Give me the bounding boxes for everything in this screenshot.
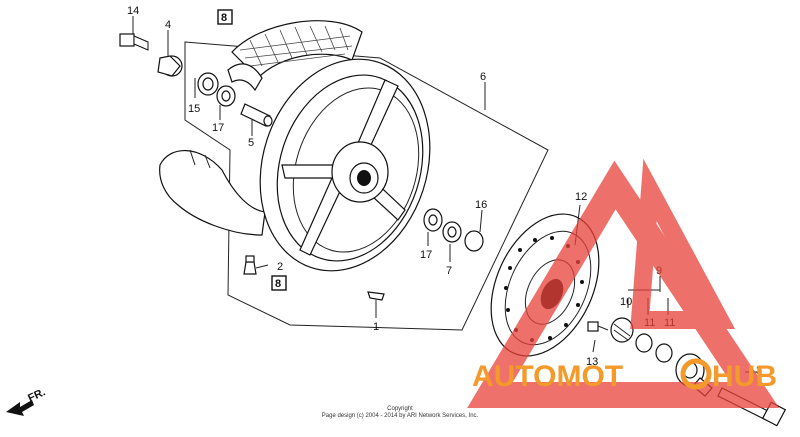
part-16-ring: [464, 230, 484, 252]
part-4-collar: [157, 55, 183, 77]
copyright-line1: Copyright: [387, 406, 413, 412]
front-direction-indicator: FR.: [6, 386, 47, 416]
watermark-text: AUTOMOT HUB: [472, 358, 777, 393]
label-4: 4: [165, 19, 171, 31]
part-14-bolt: [119, 33, 149, 51]
label-8-box-bottom: [271, 275, 287, 291]
watermark-o-ring: [680, 358, 712, 390]
label-3: 3: [756, 365, 762, 377]
wheel: [259, 58, 431, 272]
part-15-seal: [197, 72, 219, 96]
copyright-line2: Page design (c) 2004 - 2014 by ARI Netwo…: [322, 413, 479, 419]
direction-label: FR.: [26, 386, 47, 404]
watermark-part2: HUB: [712, 360, 777, 393]
tire-section: [227, 20, 363, 92]
part-17-bearing-lower: [423, 208, 443, 232]
part-2-valve: [243, 255, 257, 275]
label-1: 1: [373, 321, 379, 333]
label-17-upper: 17: [212, 122, 224, 134]
arrow-icon: [6, 400, 34, 416]
label-12: 12: [575, 191, 587, 203]
label-2: 2: [277, 261, 283, 273]
label-14: 14: [127, 5, 139, 17]
label-10: 10: [620, 296, 632, 308]
part-11-seal-a: [635, 333, 653, 353]
label-8-top: 8: [221, 12, 227, 24]
label-8-box-top: [217, 9, 233, 25]
label-13: 13: [586, 356, 598, 368]
assembly-outline: [184, 41, 549, 331]
label-6: 6: [480, 71, 486, 83]
triangle-inner-icon: [630, 158, 736, 329]
rim-band: [159, 149, 266, 236]
part-13-bolt: [587, 321, 609, 332]
label-17-lower: 17: [420, 249, 432, 261]
label-7: 7: [446, 265, 452, 277]
part-labels: 14 4 8 15 17 5 6 16 17 7 2 8 1 12 9 10 1…: [127, 5, 762, 377]
part-5-spacer: [240, 103, 273, 127]
part-17-bearing-upper: [216, 85, 236, 107]
part-1-weight: [367, 291, 385, 301]
watermark-part1: AUTOMOT: [472, 360, 623, 393]
label-15: 15: [188, 103, 200, 115]
triangle-icon: [467, 160, 780, 408]
part-11-seal-b: [655, 343, 673, 363]
label-8-bottom: 8: [275, 278, 281, 290]
watermark-logo: [467, 158, 780, 408]
label-16: 16: [475, 199, 487, 211]
label-5: 5: [248, 137, 254, 149]
part-7-seal: [442, 221, 462, 243]
part-10-gear: [610, 317, 634, 343]
